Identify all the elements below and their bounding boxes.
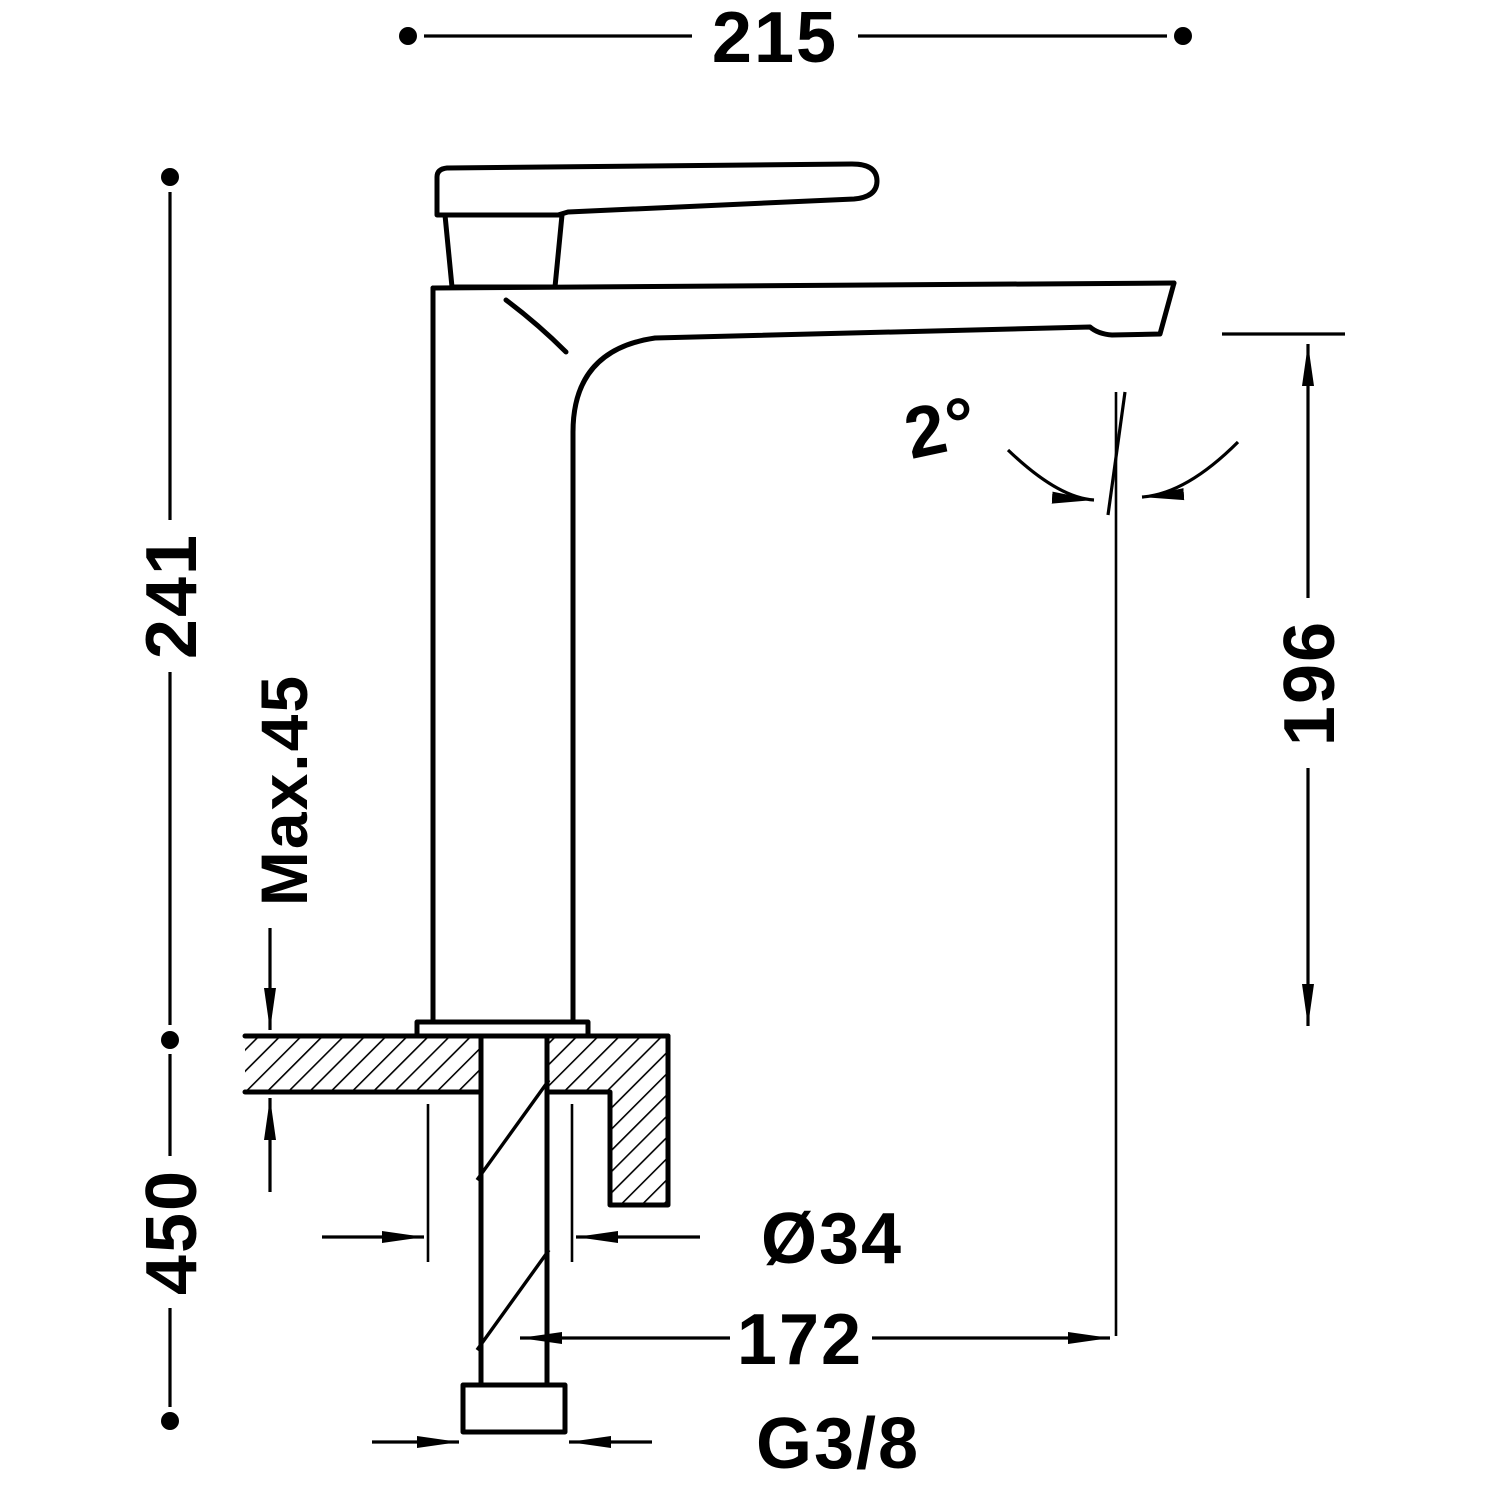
- deck-hatch-left: [245, 1036, 481, 1092]
- deck-hatch-right: [547, 1036, 668, 1205]
- dim-label-spout-reach: 172: [737, 1300, 863, 1380]
- dimension-connection-thread: G3/8: [372, 1404, 920, 1484]
- handle-lever: [434, 161, 880, 218]
- dim-label-height-above-deck: 241: [132, 533, 212, 659]
- spout-inner-fillet: [503, 297, 569, 355]
- shank-break-mark-lower: [475, 1249, 551, 1351]
- dim-label-max-deck-thickness: Max.45: [247, 674, 321, 906]
- dim-endpoint-dot: [1174, 27, 1192, 45]
- dim-endpoint-dot: [161, 1031, 179, 1049]
- angle-arc-left: [1006, 448, 1095, 504]
- dimension-spout-angle: 2°: [898, 381, 1240, 1336]
- counter-section: [242, 1033, 671, 1208]
- angle-tilted-line: [1106, 391, 1127, 516]
- base-flange: [414, 1019, 591, 1039]
- handle-pivot-block: [442, 212, 565, 290]
- dimension-hole-diameter: Ø34: [322, 1104, 903, 1279]
- dim-label-overall-depth: 215: [712, 0, 838, 78]
- deck-right-profile: [544, 1033, 671, 1208]
- body-right-and-spout-underside: [570, 280, 1177, 1025]
- dimension-supply-length: 450: [132, 1054, 212, 1430]
- dim-endpoint-dot: [399, 27, 417, 45]
- dimension-overall-depth: 215: [399, 0, 1192, 78]
- dimension-height-above-deck: 241: [132, 168, 212, 1049]
- dim-label-supply-length: 450: [132, 1169, 212, 1295]
- supply-connector-nut: [460, 1382, 568, 1435]
- dimension-max-deck-thickness: Max.45: [247, 674, 321, 1192]
- dim-endpoint-dot: [161, 1412, 179, 1430]
- faucet-outline: [414, 161, 1177, 1039]
- dimension-spout-reach: 172: [520, 1300, 1110, 1380]
- angle-arc-right: [1141, 440, 1240, 501]
- dim-label-hole-diameter: Ø34: [761, 1199, 903, 1279]
- dim-label-connection-thread: G3/8: [756, 1404, 920, 1484]
- spout-top-edge: [430, 280, 1177, 291]
- dim-label-spout-height: 196: [1270, 620, 1350, 746]
- shank-break-mark-upper: [475, 1079, 551, 1181]
- supply-shank: [460, 1033, 568, 1435]
- angle-label: 2°: [898, 381, 986, 474]
- dim-endpoint-dot: [161, 168, 179, 186]
- dimension-spout-height: 196: [1222, 332, 1350, 1026]
